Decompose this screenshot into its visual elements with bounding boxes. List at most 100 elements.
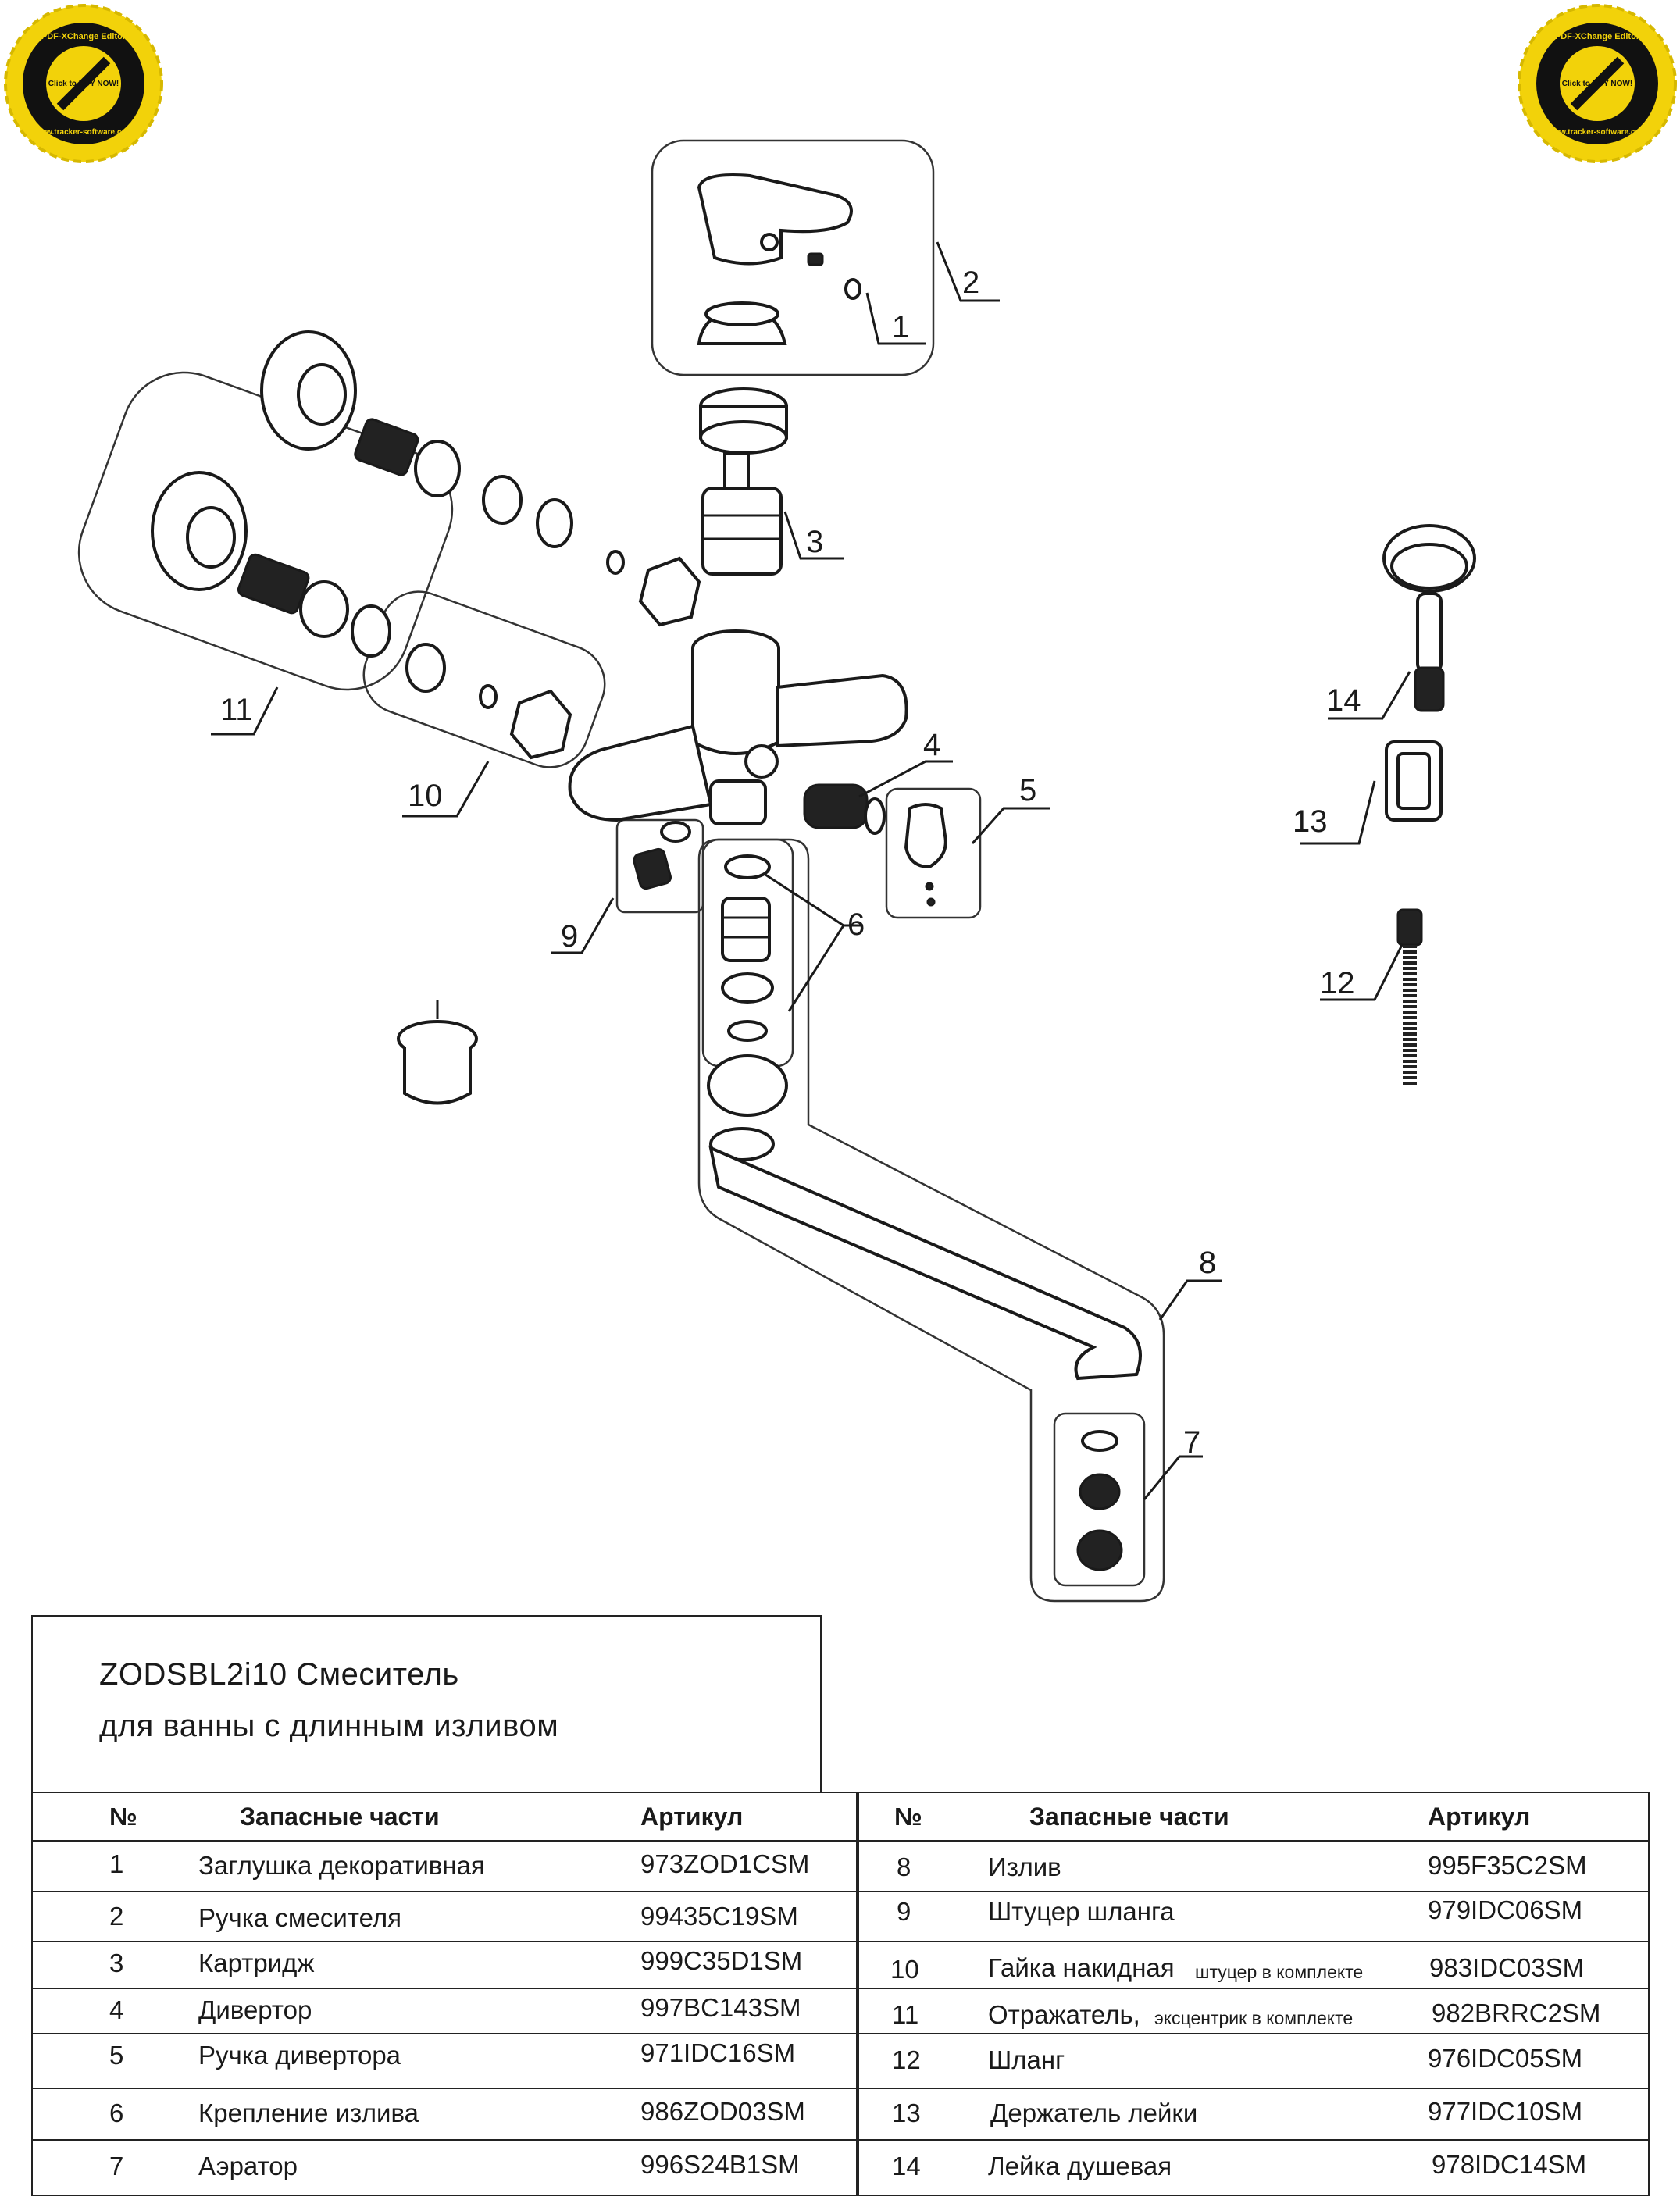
decorative-plug-part [844,278,861,300]
callout-12: 12 [1320,966,1355,1000]
parts-table-left: № Запасные части Артикул 1 Заглушка деко… [31,1792,858,2196]
watermark-line3: www.tracker-software.com [34,128,134,137]
row-part-name: Шланг [988,2045,1065,2074]
mixer-body-part [568,629,908,825]
table-row: 12 Шланг 976IDC05SM [859,2034,1648,2089]
diverter-part [803,783,886,835]
callout-8: 8 [1199,1246,1216,1280]
row-num: 13 [892,2098,921,2127]
hose-part [1396,908,1423,1086]
table-row: 11 Отражатель, эксцентрик в комплекте 98… [859,1989,1648,2034]
row-num: 10 [890,1955,919,1984]
table-row: 2 Ручка смесителя 99435C19SM [33,1892,856,1942]
eccentric-group-part [151,471,391,658]
callout-9: 9 [561,919,578,954]
row-sku: 997BC143SM [640,1993,801,2022]
callout-11: 11 [220,693,253,727]
table-row: 6 Крепление излива 986ZOD03SM [33,2089,856,2141]
callout-2: 2 [962,266,979,300]
group-diverter-handle-outline [885,787,982,919]
table-row: 13 Держатель лейки 977IDC10SM [859,2089,1648,2141]
row-num: 5 [109,2041,124,2070]
row-part-name: Ручка дивертора [198,2041,401,2070]
product-subtitle: для ванны с длинным изливом [99,1709,559,1743]
header-part: Запасные части [1029,1802,1229,1831]
callout-13: 13 [1293,804,1328,839]
callout-7: 7 [1183,1425,1200,1460]
header-part: Запасные части [240,1802,440,1831]
row-sku: 973ZOD1CSM [640,1849,810,1878]
callout-5: 5 [1019,773,1036,808]
row-num: 12 [892,2045,921,2074]
table-row: 7 Аэратор 996S24B1SM [33,2141,856,2196]
diverter-handle-part [904,803,947,907]
table-row: 10 Гайка накидная штуцер в комплекте 983… [859,1942,1648,1989]
header-sku: Артикул [640,1802,744,1831]
row-sku: 986ZOD03SM [640,2097,805,2126]
row-sku: 977IDC10SM [1428,2097,1583,2126]
watermark-line1: PDF-XChange Editor [1555,32,1640,41]
row-sku: 983IDC03SM [1429,1953,1585,1982]
row-part-name: Картридж [198,1949,315,1977]
watermark-line3: www.tracker-software.com [1547,128,1647,137]
row-sku: 978IDC14SM [1432,2150,1587,2179]
callout-3: 3 [806,525,823,559]
row-num: 9 [897,1897,911,1926]
table-row: 14 Лейка душевая 978IDC14SM [859,2141,1648,2196]
table-header-row: № Запасные части Артикул [33,1793,856,1842]
row-part-name: Дивертор [198,1995,312,2024]
row-part-name: Отражатель, [988,2000,1140,2029]
row-part-name: Гайка накидная [988,1953,1175,1982]
row-num: 3 [109,1949,124,1977]
parts-table-right: № Запасные части Артикул 8 Излив 995F35C… [858,1792,1650,2196]
cartridge-part [699,387,788,576]
row-num: 1 [109,1849,124,1878]
callout-10: 10 [408,779,443,813]
row-sku: 982BRRC2SM [1432,1999,1601,2027]
table-row: 1 Заглушка декоративная 973ZOD1CSM [33,1842,856,1892]
row-part-name: Излив [988,1852,1061,1881]
callout-1: 1 [892,310,909,344]
spout-mount-part [707,854,788,1161]
lever-handle-part [697,173,853,345]
callout-6: 6 [847,907,865,942]
row-part-name: Держатель лейки [990,2098,1198,2127]
leader-lines [211,241,1411,1500]
watermark-line2: Click to BUY NOW! [48,80,119,88]
table-header-row: № Запасные части Артикул [859,1793,1648,1842]
header-num: № [894,1802,922,1831]
group-handle-outline [651,139,935,376]
eccentric-reflector-part [260,330,701,627]
row-sku: 976IDC05SM [1428,2044,1583,2073]
table-row: 9 Штуцер шланга 979IDC06SM [859,1892,1648,1942]
row-part-note: эксцентрик в комплекте [1154,2008,1354,2028]
watermark-badge-right[interactable]: PDF-XChange Editor Click to BUY NOW! www… [1515,2,1679,166]
row-part-name: Заглушка декоративная [198,1851,485,1880]
row-num: 7 [109,2152,124,2180]
watermark-line2: Click to BUY NOW! [1562,80,1632,88]
hose-fitting-part [633,821,691,890]
row-sku: 971IDC16SM [640,2038,796,2067]
table-row: 5 Ручка дивертора 971IDC16SM [33,2034,856,2089]
row-num: 8 [897,1852,911,1881]
callout-4: 4 [923,728,940,762]
row-part-name: Аэратор [198,2152,298,2180]
row-sku: 995F35C2SM [1428,1851,1587,1880]
row-part-name: Крепление излива [198,2098,419,2127]
row-num: 4 [109,1995,124,2024]
row-part-name: Штуцер шланга [988,1897,1175,1926]
union-nut-part [405,643,572,760]
callout-14: 14 [1326,683,1361,718]
title-box: ZODSBL2i10 Смеситель для ванны с длинным… [31,1615,822,1792]
aerator-part [1076,1430,1123,1571]
product-title: ZODSBL2i10 Смеситель [99,1657,459,1692]
shower-head-part [1382,524,1476,712]
row-part-name: Лейка душевая [988,2152,1172,2180]
row-num: 11 [892,2000,919,2029]
handset-holder-part [1385,740,1443,822]
watermark-badge-left[interactable]: PDF-XChange Editor Click to BUY NOW! www… [2,2,166,166]
row-num: 2 [109,1902,124,1931]
row-part-note: штуцер в комплекте [1195,1962,1364,1982]
header-sku: Артикул [1428,1802,1531,1831]
